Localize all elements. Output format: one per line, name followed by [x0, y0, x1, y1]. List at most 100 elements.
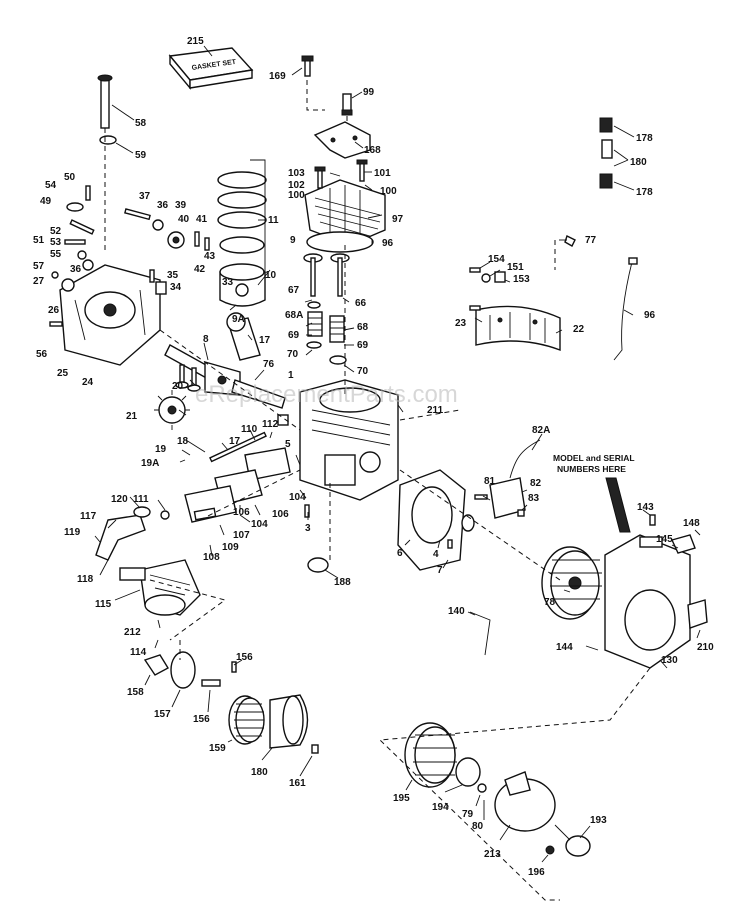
- callout-168: 168: [364, 145, 381, 156]
- callout-78: 78: [544, 597, 556, 608]
- callout-144: 144: [556, 642, 573, 653]
- callout-213: 213: [484, 849, 501, 860]
- callout-34: 34: [170, 282, 182, 293]
- callout-18: 18: [177, 436, 189, 447]
- callout-111: 111: [133, 494, 149, 505]
- callout-5: 5: [285, 439, 291, 450]
- ground-wire: [564, 235, 638, 361]
- callout-210: 210: [697, 642, 714, 653]
- callout-120: 120: [111, 494, 128, 505]
- callout-118: 118: [77, 574, 94, 585]
- callout-158: 158: [127, 687, 144, 698]
- callout-68: 68: [357, 322, 369, 333]
- callout-156-bottom: 156: [193, 714, 210, 725]
- model-note-line1: MODEL and SERIAL: [553, 453, 635, 463]
- callout-97: 97: [392, 214, 404, 225]
- callout-70-left: 70: [287, 349, 299, 360]
- callout-1: 1: [288, 370, 294, 381]
- callout-21: 21: [126, 411, 138, 422]
- piston: [219, 263, 266, 307]
- spark-plug-group: [301, 55, 353, 125]
- backplate: [397, 469, 466, 571]
- push-rod: [209, 431, 267, 463]
- callout-143: 143: [637, 502, 654, 513]
- watermark: eReplacementParts.com: [195, 381, 458, 408]
- cylinder-head: [304, 179, 386, 246]
- callout-80: 80: [472, 821, 484, 832]
- cylinder-head-shield: [313, 121, 371, 159]
- callout-82A: 82A: [532, 425, 550, 436]
- leader-lines: [94, 45, 701, 863]
- callout-49: 49: [40, 196, 52, 207]
- callout-130: 130: [661, 655, 678, 666]
- callout-156-top: 156: [236, 652, 253, 663]
- callout-26: 26: [48, 305, 60, 316]
- assembly-guide-lines: [149, 240, 651, 901]
- callout-69-left: 69: [288, 330, 300, 341]
- callout-67: 67: [288, 285, 300, 296]
- callout-19: 19: [155, 444, 167, 455]
- flywheel-washer: [461, 514, 475, 532]
- callout-180: 180: [630, 157, 647, 168]
- flywheel: [541, 546, 602, 620]
- gasket-set-box: GASKET SET: [168, 47, 254, 90]
- muffler-hardware: [469, 267, 506, 311]
- callout-66: 66: [355, 298, 367, 309]
- callout-3: 3: [305, 523, 311, 534]
- callout-157: 157: [154, 709, 171, 720]
- callout-99: 99: [363, 87, 375, 98]
- callout-53: 53: [50, 237, 62, 248]
- callout-9: 9: [290, 235, 296, 246]
- callout-76: 76: [263, 359, 275, 370]
- callout-193: 193: [590, 815, 607, 826]
- callout-36-top: 36: [157, 200, 169, 211]
- callout-17-top: 17: [259, 335, 271, 346]
- callout-41: 41: [196, 214, 208, 225]
- callout-145: 145: [656, 534, 673, 545]
- callout-178-bottom: 178: [636, 187, 653, 198]
- crankshaft: [164, 344, 286, 409]
- callout-215: 215: [187, 36, 204, 47]
- callout-17-mid: 17: [229, 436, 241, 447]
- air-filter: [228, 694, 319, 754]
- callout-77: 77: [585, 235, 597, 246]
- callout-4: 4: [433, 549, 439, 560]
- callout-159: 159: [209, 743, 226, 754]
- callout-57: 57: [33, 261, 45, 272]
- cylinder-block: [299, 379, 399, 501]
- rewind-starter: [404, 722, 591, 857]
- callout-161: 161: [289, 778, 306, 789]
- callout-180-bottom: 180: [251, 767, 268, 778]
- blower-housing: [604, 514, 708, 669]
- callout-6: 6: [397, 548, 403, 559]
- callout-27: 27: [33, 276, 45, 287]
- callout-79: 79: [462, 809, 474, 820]
- callout-102: 102: [288, 180, 305, 191]
- callout-148: 148: [683, 518, 700, 529]
- callout-50: 50: [64, 172, 76, 183]
- callout-188: 188: [334, 577, 351, 588]
- governor-lever: [64, 185, 95, 260]
- breather-assembly: [184, 447, 291, 523]
- callout-7: 7: [437, 565, 443, 576]
- model-serial-note: MODEL and SERIAL NUMBERS HERE: [553, 453, 635, 533]
- callout-40: 40: [178, 214, 190, 225]
- head-bolts: [314, 159, 368, 189]
- callout-23: 23: [455, 318, 467, 329]
- valves-and-springs: [303, 253, 350, 365]
- callout-42: 42: [194, 264, 206, 275]
- callout-36-mid: 36: [70, 264, 82, 275]
- callout-140: 140: [448, 606, 465, 617]
- callout-39: 39: [175, 200, 187, 211]
- throttle-link: [469, 611, 491, 656]
- callout-101: 101: [374, 168, 391, 179]
- callout-211: 211: [427, 405, 444, 416]
- callout-195: 195: [393, 793, 410, 804]
- callout-24: 24: [82, 377, 94, 388]
- callout-103: 103: [288, 168, 305, 179]
- callout-68A: 68A: [285, 310, 303, 321]
- callout-96-right: 96: [644, 310, 656, 321]
- callout-58: 58: [135, 118, 147, 129]
- callout-10: 10: [265, 270, 277, 281]
